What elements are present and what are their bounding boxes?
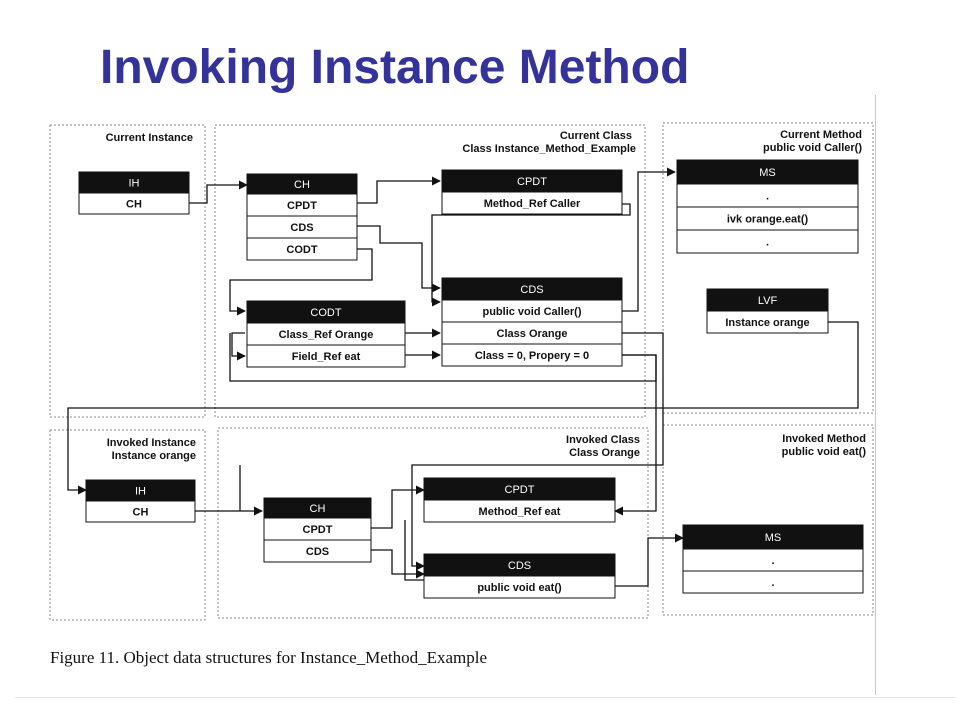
- table-cell: Field_Ref eat: [292, 351, 361, 363]
- invoked-method-subtitle: public void eat(): [782, 446, 867, 458]
- table-row: [441, 191, 623, 215]
- table-header-label: IH: [135, 486, 146, 498]
- invoked-instance-title: Invoked Instance: [107, 437, 196, 449]
- table-cell: CPDT: [303, 524, 333, 536]
- table-lvf: LVF Instance orange: [706, 288, 829, 334]
- table-cell: Class = 0, Propery = 0: [475, 350, 589, 362]
- current-class-subtitle: Class Instance_Method_Example: [462, 143, 636, 155]
- panel-current-method: [662, 122, 874, 414]
- table-cds-bot: CDS public void eat(): [423, 553, 616, 599]
- table-cell: Class_Ref Orange: [279, 329, 374, 341]
- table-row: [676, 229, 859, 254]
- arrow-lvf-to-invoked-ih: [67, 321, 859, 495]
- table-header-label: CODT: [310, 307, 341, 319]
- table-header-label: CPDT: [505, 484, 535, 496]
- table-header-label: LVF: [758, 295, 778, 307]
- arrow-methodref-to-caller: [431, 203, 631, 307]
- table-cell: Method_Ref eat: [479, 506, 561, 518]
- table-row: [246, 344, 406, 368]
- table-row: [682, 570, 864, 594]
- panel-invoked-method: [662, 424, 874, 616]
- table-header-label: IH: [129, 178, 140, 190]
- arrow-invoked-ih-to-ch: [195, 465, 262, 511]
- table-cds-top: CDS public void Caller() Class OrangeClass…: [441, 277, 623, 367]
- table-cell: Method_Ref Caller: [484, 198, 581, 210]
- arrow-codt-side-link: [231, 332, 246, 361]
- figure-caption: Figure 11. Object data structures for In…: [50, 648, 487, 667]
- tables: IH CH CH CPDT CDS CODT CPDT Method_Ref CallerCO…: [78, 159, 864, 599]
- table-header-label: CDS: [508, 560, 531, 572]
- arrow-cpdt-to-cpdt-table: [357, 176, 441, 204]
- table-cell: .: [771, 577, 774, 589]
- diagram: Current Instance Current Class Class Ins…: [0, 95, 960, 720]
- current-method-title: Current Method: [780, 129, 862, 141]
- invoked-instance-subtitle: Instance orange: [112, 450, 196, 462]
- table-ms-bot: MS..: [682, 524, 864, 594]
- table-header-label: MS: [759, 167, 776, 179]
- panel-invoked-class: [217, 427, 649, 619]
- table-ch-top: CH CPDT CDS CODT: [246, 173, 358, 261]
- invoked-class-title: Invoked Class: [566, 434, 640, 446]
- table-cell: CH: [133, 507, 149, 519]
- table-cell: CDS: [306, 546, 329, 558]
- arrow-classfield-to-methodref-eat: [614, 354, 657, 516]
- arrow-caller-to-ms: [622, 167, 676, 312]
- table-header-label: CH: [310, 503, 326, 515]
- table-header-label: MS: [765, 532, 782, 544]
- arrow-eat-to-invoked-ms: [615, 533, 684, 587]
- table-cpdt-bot: CPDT Method_Ref eat: [423, 477, 616, 523]
- table-cell: CH: [126, 199, 142, 211]
- panels: [49, 122, 874, 621]
- table-cell: public void Caller(): [482, 306, 581, 318]
- arrow-cds-to-cds-table: [357, 225, 441, 293]
- table-header-label: CDS: [520, 284, 543, 296]
- current-instance-title: Current Instance: [106, 132, 193, 144]
- panel-invoked-instance: [49, 429, 206, 621]
- invoked-method-title: Invoked Method: [782, 433, 866, 445]
- current-method-subtitle: public void Caller(): [763, 142, 862, 154]
- table-ih-top: IH CH: [78, 171, 190, 215]
- table-cell: .: [771, 555, 774, 567]
- table-cell: public void eat(): [477, 582, 562, 594]
- panel-current-class: [214, 124, 646, 418]
- table-header-bar: [676, 159, 859, 185]
- panel-titles: Current Instance Current Class Class Ins…: [106, 129, 867, 462]
- table-cell: .: [766, 237, 769, 249]
- connectors: [67, 167, 859, 587]
- table-cell: ivk orange.eat(): [727, 214, 809, 226]
- scan-bottom: [15, 697, 955, 698]
- table-row: [423, 575, 616, 599]
- table-ih-bot: IH CH: [85, 479, 196, 523]
- arrow-invoked-cds: [371, 549, 425, 579]
- panel-current-instance: [49, 124, 206, 418]
- arrow-codt-to-codt-table: [229, 248, 373, 316]
- table-ch-bot: CH CPDT CDS: [263, 497, 372, 563]
- invoked-class-subtitle: Class Orange: [569, 447, 640, 459]
- table-cell: CODT: [286, 244, 317, 256]
- scan-edge: [875, 95, 876, 695]
- current-class-title: Current Class: [560, 130, 632, 142]
- table-header-label: CH: [294, 179, 310, 191]
- table-cell: CDS: [290, 222, 313, 234]
- table-cell: .: [766, 191, 769, 203]
- table-cell: Class Orange: [497, 328, 568, 340]
- diagram-canvas: Current Instance Current Class Class Ins…: [49, 122, 874, 621]
- table-cell: CPDT: [287, 200, 317, 212]
- table-row: [263, 539, 372, 563]
- table-cpdt-top: CPDT Method_Ref Caller: [441, 169, 623, 215]
- line-invoked-cpdt-to-cds: [404, 520, 424, 581]
- arrow-ih-to-ch: [189, 180, 248, 204]
- table-cell: Instance orange: [725, 317, 809, 329]
- arrow-classorange-to-invoked-cds: [411, 332, 664, 571]
- table-header-label: CPDT: [517, 176, 547, 188]
- slide-title: Invoking Instance Method: [100, 41, 690, 94]
- table-ms-top: MS. ivk orange.eat().: [676, 159, 859, 254]
- arrow-invoked-cpdt: [371, 485, 425, 529]
